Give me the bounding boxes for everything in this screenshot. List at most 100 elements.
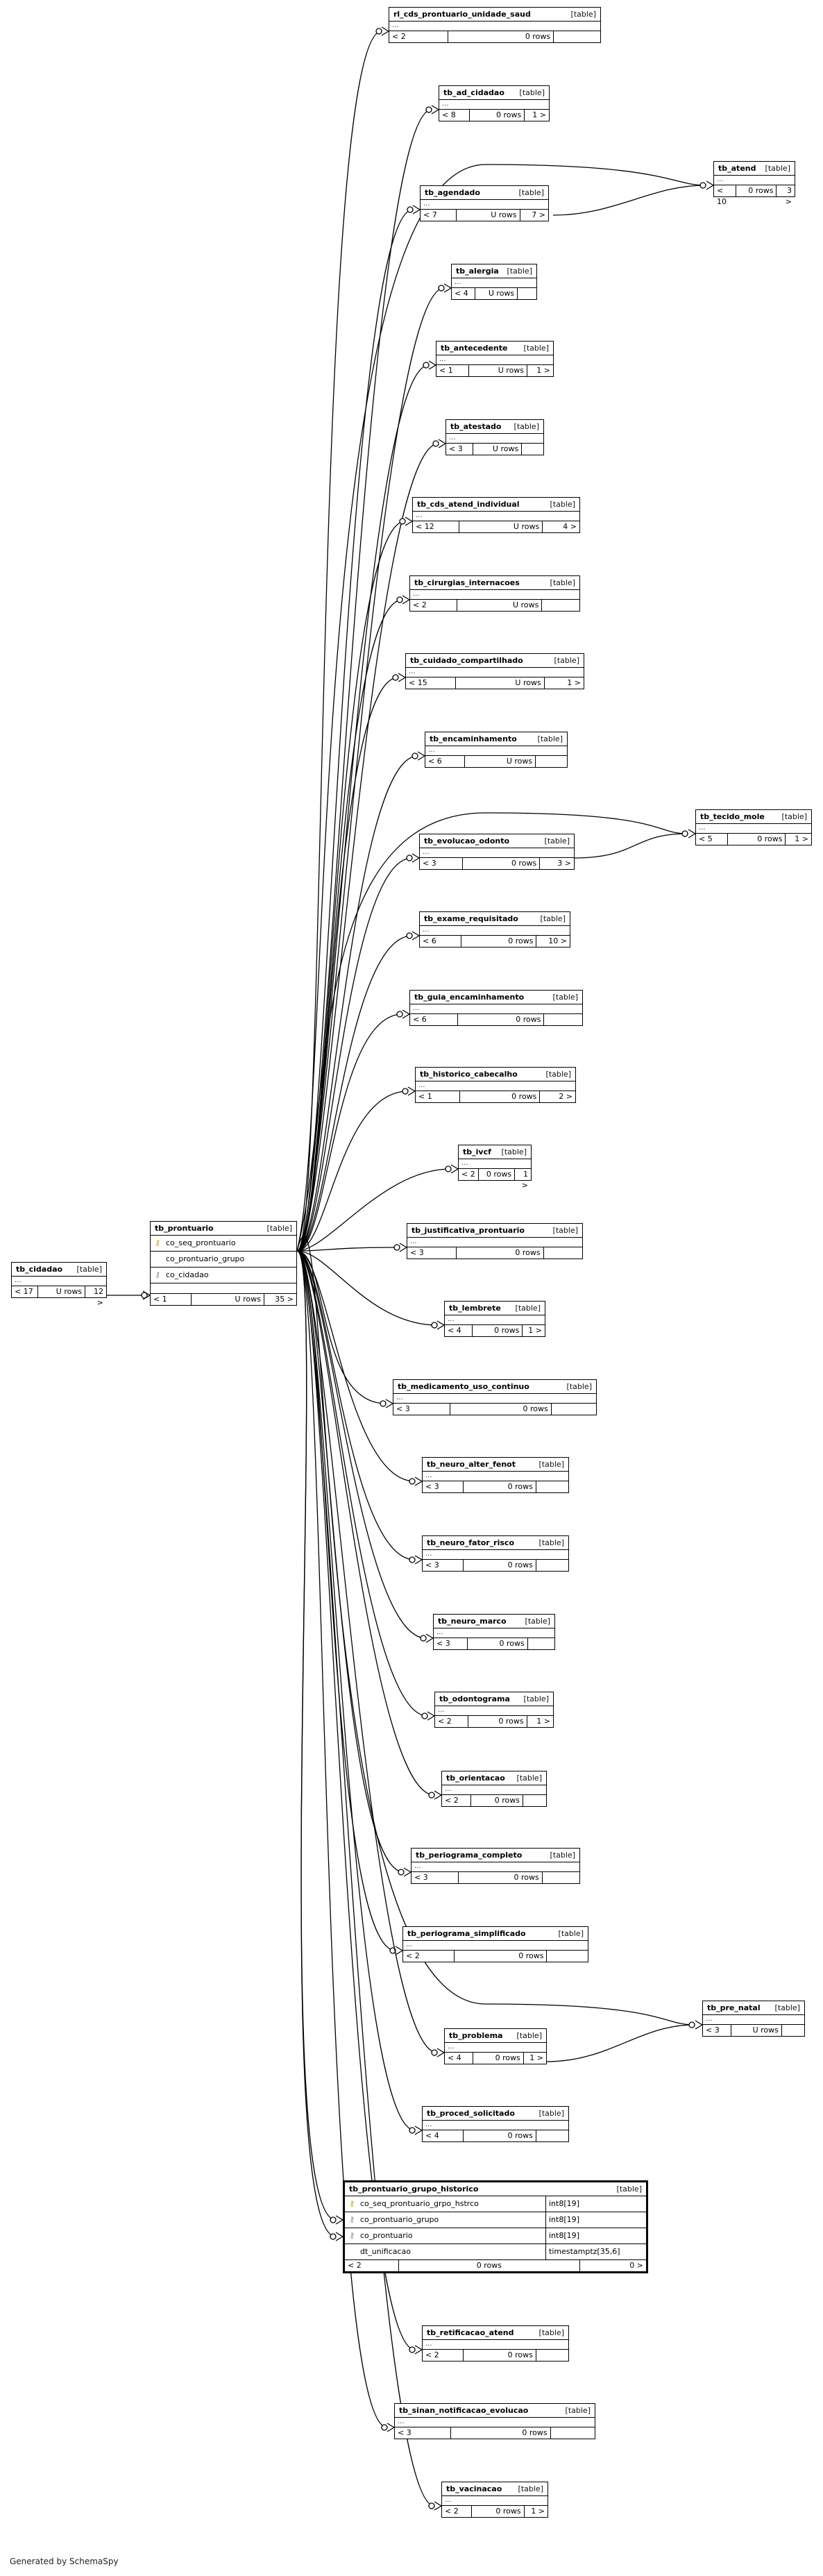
children-count[interactable]: 1 > bbox=[536, 1717, 550, 1726]
children-count[interactable]: 35 > bbox=[275, 1295, 294, 1304]
children-count[interactable]: 2 > bbox=[559, 1092, 572, 1101]
parents-count[interactable]: < 12 bbox=[413, 521, 460, 532]
children-count[interactable] bbox=[547, 1951, 588, 1962]
parents-count[interactable]: < 4 bbox=[445, 1325, 473, 1336]
children-count[interactable]: 10 > bbox=[548, 936, 567, 945]
parents-count[interactable]: < 17 bbox=[12, 1286, 39, 1297]
parents-count[interactable]: < 4 bbox=[423, 2130, 464, 2141]
children-count[interactable] bbox=[522, 444, 543, 455]
children-count[interactable] bbox=[544, 1247, 582, 1258]
children-count[interactable] bbox=[551, 2427, 595, 2439]
parents-count[interactable]: < 3 bbox=[412, 1872, 459, 1883]
parents-count[interactable]: < 4 bbox=[452, 288, 476, 299]
parents-count[interactable]: < 1 bbox=[436, 365, 470, 376]
parents-count[interactable]: < 2 bbox=[410, 600, 458, 611]
children-count[interactable]: 4 > bbox=[563, 522, 577, 531]
parents-count[interactable]: < 1 bbox=[151, 1294, 192, 1305]
children-count[interactable] bbox=[554, 31, 600, 42]
children-count[interactable] bbox=[518, 288, 536, 299]
children-count[interactable] bbox=[523, 1795, 546, 1806]
children-count[interactable]: 1 > bbox=[531, 2507, 545, 2516]
children-count[interactable]: 1 > bbox=[528, 1326, 542, 1335]
children-count[interactable]: 1 > bbox=[536, 366, 550, 375]
table-node-tb-prontuario[interactable]: tb_prontuario[table] ⚷co_seq_prontuario … bbox=[150, 1221, 297, 1306]
table-node-rl-cds-prontuario-unidade-saud[interactable]: rl_cds_prontuario_unidade_saud[table]...… bbox=[389, 7, 601, 43]
children-count[interactable]: 3 > bbox=[785, 186, 792, 206]
parents-count[interactable]: < 15 bbox=[406, 677, 456, 689]
parents-count[interactable]: < 1 bbox=[416, 1091, 461, 1102]
parents-count[interactable]: < 3 bbox=[420, 858, 464, 869]
parents-count[interactable]: < 3 bbox=[446, 444, 474, 455]
children-count[interactable] bbox=[544, 1014, 582, 1025]
parents-count[interactable]: < 3 bbox=[434, 1638, 468, 1649]
parents-count[interactable]: < 6 bbox=[420, 936, 462, 947]
children-count[interactable]: 0 > bbox=[629, 2261, 643, 2270]
parents-count[interactable]: < 2 bbox=[423, 2350, 464, 2361]
parents-count[interactable]: < 3 bbox=[395, 2427, 451, 2439]
table-node-tb-medicamento-uso-continuo[interactable]: tb_medicamento_uso_continuo[table]...< 3… bbox=[393, 1379, 597, 1415]
children-count[interactable] bbox=[542, 600, 579, 611]
children-count[interactable]: 1 > bbox=[529, 2053, 543, 2062]
children-count[interactable]: 3 > bbox=[557, 859, 571, 868]
children-count[interactable]: 12 > bbox=[94, 1287, 103, 1307]
parents-count[interactable]: < 3 bbox=[423, 1560, 464, 1571]
parents-count[interactable]: < 3 bbox=[423, 1481, 464, 1492]
children-count[interactable]: 1 > bbox=[795, 834, 808, 843]
parents-count[interactable]: < 2 bbox=[345, 2260, 400, 2271]
children-count[interactable] bbox=[536, 756, 567, 767]
children-count[interactable] bbox=[552, 1404, 596, 1415]
children-count[interactable]: 1 > bbox=[567, 678, 581, 687]
parents-count[interactable]: < 4 bbox=[445, 2053, 473, 2064]
parents-count[interactable]: < 2 bbox=[459, 1169, 480, 1180]
parents-count[interactable]: < 2 bbox=[435, 1716, 468, 1727]
children-count[interactable]: 1 > bbox=[521, 1170, 528, 1190]
children-count[interactable] bbox=[782, 2025, 804, 2036]
table-node-tb-sinan-notificacao-evolucao[interactable]: tb_sinan_notificacao_evolucao[table]...<… bbox=[394, 2403, 595, 2439]
children-count[interactable]: 7 > bbox=[532, 210, 545, 219]
parents-count[interactable]: < 2 bbox=[442, 1795, 471, 1806]
parents-count[interactable]: < 6 bbox=[410, 1014, 459, 1025]
children-count[interactable] bbox=[536, 1481, 568, 1492]
children-count[interactable] bbox=[536, 2130, 568, 2141]
table-node-tb-justificativa-prontuario[interactable]: tb_justificativa_prontuario[table]...< 3… bbox=[407, 1223, 583, 1259]
parents-count[interactable]: < 10 bbox=[714, 185, 737, 206]
parents-count[interactable]: < 2 bbox=[442, 2506, 472, 2517]
children-count[interactable] bbox=[536, 2350, 568, 2361]
children-count[interactable]: 1 > bbox=[532, 110, 546, 119]
table-node-tb-prontuario-grupo-historico[interactable]: tb_prontuario_grupo_historico[table] ⚷co… bbox=[343, 2180, 648, 2273]
children-count[interactable] bbox=[536, 1560, 568, 1571]
children-count[interactable] bbox=[543, 1872, 579, 1883]
parents-count[interactable]: < 6 bbox=[425, 756, 466, 767]
children-count[interactable] bbox=[528, 1638, 554, 1649]
parents-count[interactable]: < 5 bbox=[696, 834, 729, 845]
parents-count[interactable]: < 3 bbox=[703, 2025, 731, 2036]
